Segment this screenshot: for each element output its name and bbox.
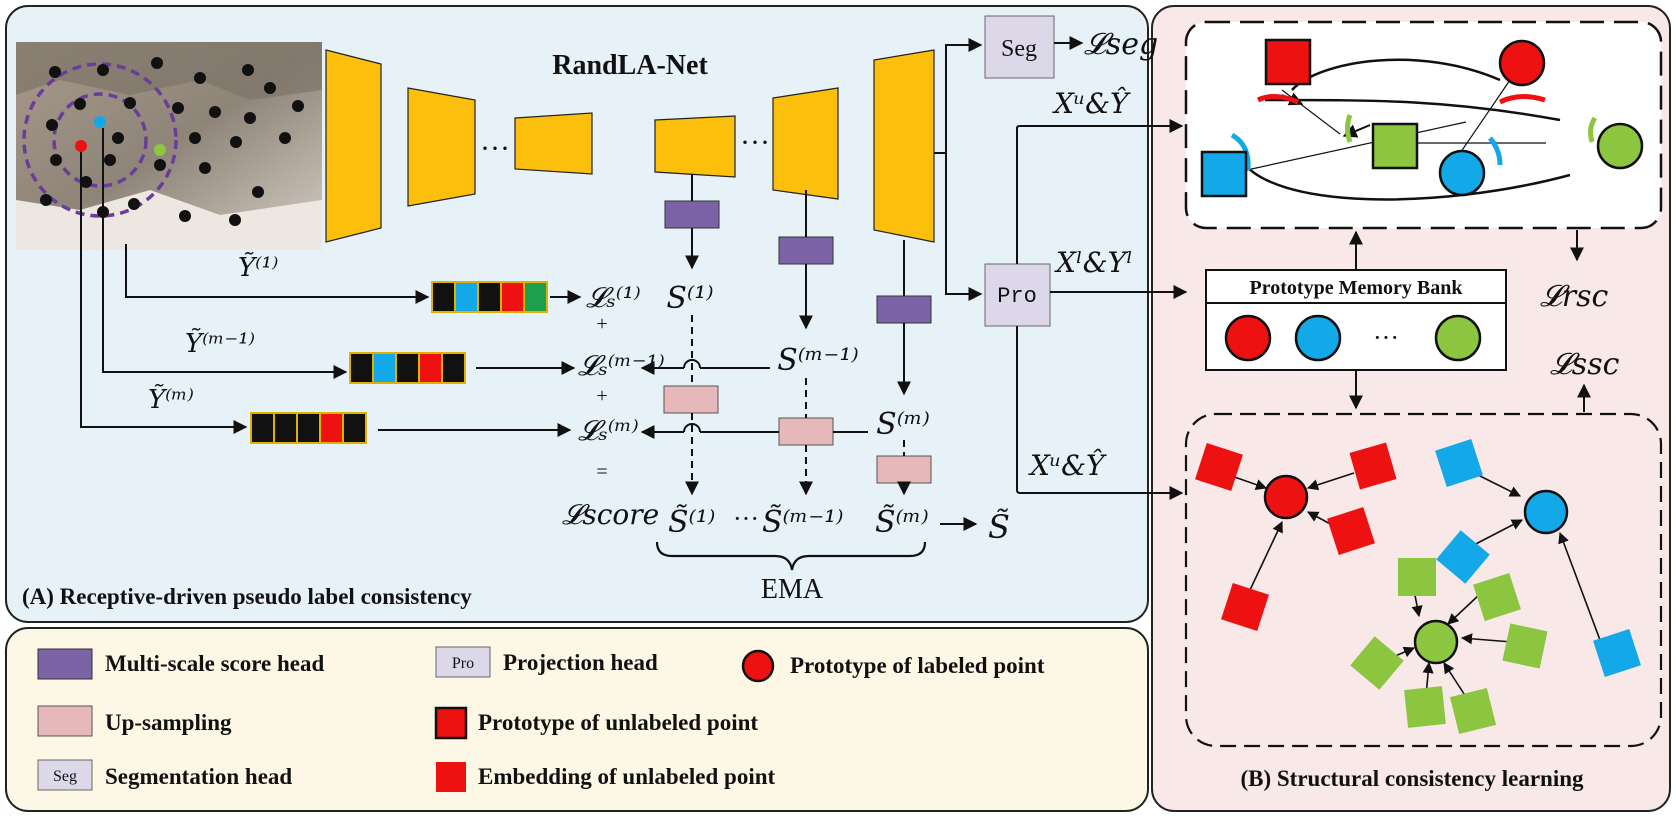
legend-seg-text: Segmentation head	[105, 764, 292, 789]
prototype-blue-embed	[1523, 489, 1569, 535]
legend-upsample-swatch	[37, 705, 93, 737]
lseg-label: 𝓛seg	[1084, 27, 1158, 62]
legend-embed-unlabeled-swatch	[436, 762, 466, 792]
svg-text:Seg: Seg	[1001, 36, 1037, 62]
plus-1: +	[596, 313, 607, 335]
legend: Multi-scale score head Up-sampling Seg S…	[37, 646, 1045, 792]
legend-proto-labeled-text: Prototype of labeled point	[790, 653, 1045, 678]
proto-unlabeled-green	[1371, 122, 1419, 170]
label-strip-m1	[349, 352, 466, 384]
proto-labeled-blue	[1438, 149, 1486, 197]
prototype-memory-bank: Prototype Memory Bank ···	[1205, 269, 1507, 371]
point-cloud-scene	[16, 42, 322, 250]
panel-a-title: (A) Receptive-driven pseudo label consis…	[22, 584, 472, 609]
proto-unlabeled-blue	[1200, 150, 1248, 198]
score-head-1	[664, 200, 720, 229]
score-head-m	[876, 295, 932, 324]
encoder-block-1	[325, 49, 382, 243]
pro-head	[984, 263, 1051, 327]
decoder-block-1	[654, 115, 736, 178]
encoder-ellipsis: ···	[480, 132, 510, 165]
plus-2: +	[596, 385, 607, 407]
embeddings-red	[1195, 442, 1397, 631]
network-title: RandLA-Net	[552, 50, 708, 81]
svg-text:Pro: Pro	[452, 655, 474, 672]
score-head-m1	[778, 236, 834, 265]
lsm-label: 𝓛ₛ⁽ᵐ⁾	[578, 414, 639, 447]
legend-proto-labeled-swatch	[741, 649, 775, 683]
decoder-block-3	[873, 49, 935, 243]
sm1-label: S⁽ᵐ⁻¹⁾	[777, 343, 859, 378]
legend-upsample-text: Up-sampling	[105, 710, 232, 735]
encoder-block-2	[407, 87, 476, 207]
sm-label: S⁽ᵐ⁾	[876, 407, 930, 442]
embeddings-blue	[1435, 439, 1641, 677]
y1-label: Ỹ⁽¹⁾	[238, 251, 278, 283]
lsm1-label: 𝓛ₛ⁽ᵐ⁻¹⁾	[578, 349, 665, 382]
s1-label: S⁽¹⁾	[666, 281, 713, 316]
upsample-m	[876, 455, 932, 484]
legend-proto-unlabeled-text: Prototype of unlabeled point	[478, 710, 758, 735]
st1-label: S̃⁽¹⁾	[668, 505, 715, 540]
legend-pro-text: Projection head	[503, 650, 658, 675]
ema-label: EMA	[761, 574, 824, 605]
svg-text:Prototype Memory Bank: Prototype Memory Bank	[1250, 277, 1464, 299]
ym-label: Ỹ⁽ᵐ⁾	[148, 383, 194, 415]
encoder-block-3	[514, 112, 593, 175]
legend-score-swatch	[37, 648, 93, 680]
encoder-decoder	[325, 49, 935, 243]
ym1-label: Ỹ⁽ᵐ⁻¹⁾	[185, 327, 255, 359]
equals-sign: =	[596, 461, 607, 483]
ema-brace	[655, 541, 927, 571]
xu-yhat-top: Xᵘ&Ŷ	[1052, 87, 1131, 120]
legend-panel	[5, 627, 1149, 812]
legend-embed-unlabeled-text: Embedding of unlabeled point	[478, 764, 776, 789]
svg-text:···: ···	[1373, 323, 1399, 352]
legend-score-text: Multi-scale score head	[105, 651, 325, 676]
label-strip-1	[431, 281, 548, 313]
legend-pro-swatch	[435, 646, 491, 678]
upsample-blocks	[663, 385, 932, 484]
lrsc-label: 𝓛rsc	[1540, 279, 1609, 314]
svg-text:Pro: Pro	[997, 284, 1037, 309]
ssc-graph-box	[1184, 412, 1663, 748]
st-label: S̃	[988, 508, 1010, 546]
decoder-block-2	[772, 87, 839, 200]
lssc-label: 𝓛ssc	[1550, 347, 1620, 382]
legend-proto-unlabeled-swatch	[434, 706, 468, 740]
xl-yl-label: Xˡ&Yˡ	[1054, 246, 1133, 279]
panel-b-title: (B) Structural consistency learning	[1240, 766, 1584, 791]
st-ellipsis: ···	[733, 504, 759, 533]
stm-label: S̃⁽ᵐ⁾	[875, 505, 929, 540]
embeddings-green	[1350, 558, 1548, 735]
svg-text:Seg: Seg	[53, 768, 77, 785]
decoder-ellipsis: ···	[740, 126, 770, 159]
seg-head	[984, 15, 1055, 79]
prototype-green-embed	[1413, 619, 1459, 665]
upsample-m1	[778, 417, 834, 446]
stm1-label: S̃⁽ᵐ⁻¹⁾	[762, 505, 844, 540]
xu-yhat-bottom: Xᵘ&Ŷ	[1028, 449, 1107, 482]
legend-seg-swatch	[37, 759, 93, 791]
prototype-red-embed	[1263, 474, 1309, 520]
lscore-label: 𝓛score	[562, 498, 659, 531]
upsample-1	[663, 385, 719, 414]
proto-unlabeled-red	[1264, 38, 1312, 86]
proto-labeled-green	[1596, 122, 1644, 170]
ls1-label: 𝓛ₛ⁽¹⁾	[586, 281, 641, 314]
label-strip-m	[250, 412, 367, 444]
proto-labeled-red	[1498, 39, 1546, 87]
